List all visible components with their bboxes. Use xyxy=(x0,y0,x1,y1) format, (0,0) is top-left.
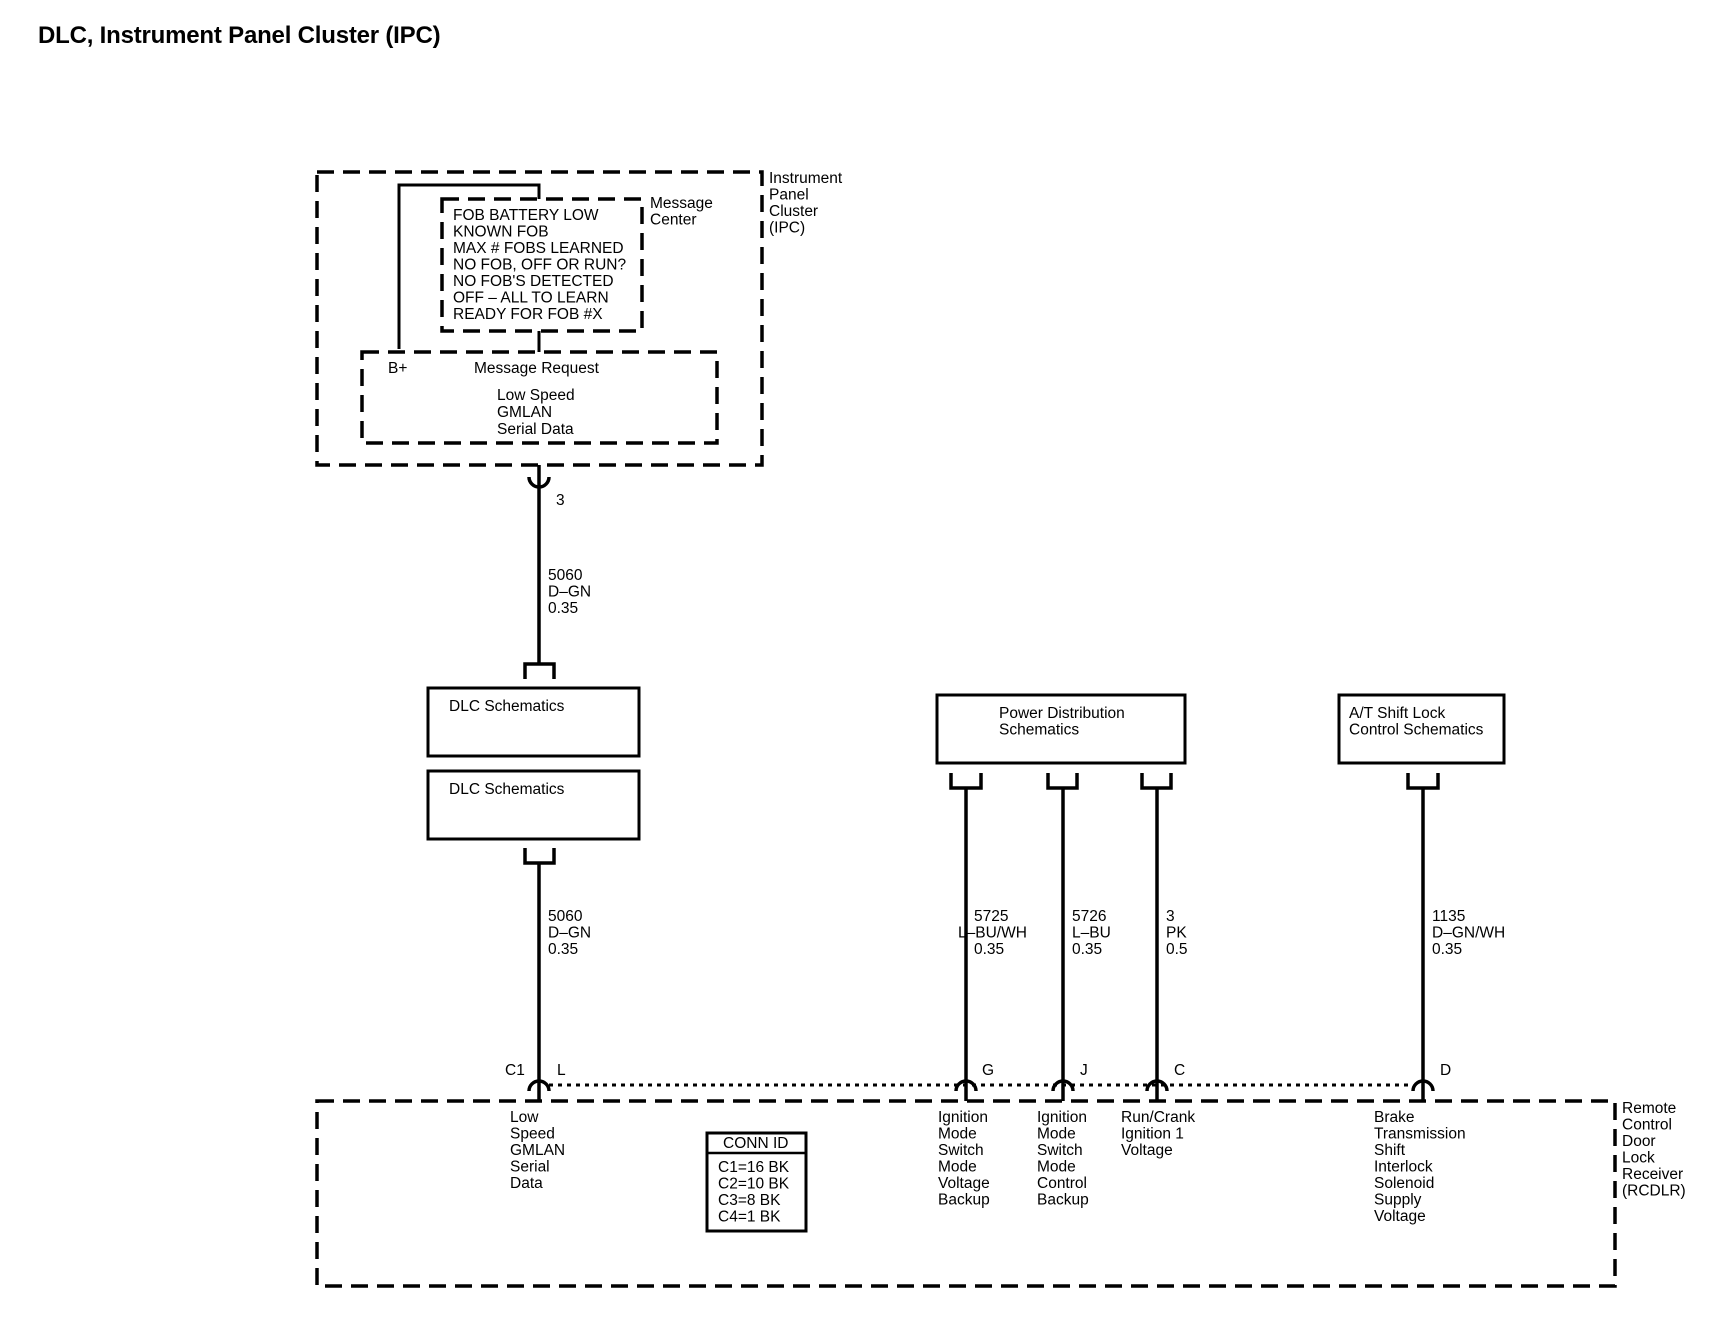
ipc-name: Instrument Panel Cluster (IPC) xyxy=(769,170,847,237)
dlc-upper-connector xyxy=(523,662,556,679)
pin-g-label: G xyxy=(982,1062,994,1079)
rcdlr-outline xyxy=(315,1099,1617,1288)
message-center-outline xyxy=(440,197,644,333)
dlc-box-2-label: DLC Schematics xyxy=(449,781,565,798)
pin-d-label: D xyxy=(1440,1062,1451,1079)
b-plus-label: B+ xyxy=(388,360,407,377)
wire-5726-label: 5726 L–BU 0.35 xyxy=(1072,908,1115,958)
gmlan-request-outline xyxy=(360,350,719,445)
pin-j-label: J xyxy=(1080,1062,1088,1079)
message-request-label: Message Request xyxy=(474,360,600,377)
ipc-pin-3-label: 3 xyxy=(556,492,565,509)
shift-lock-box xyxy=(1337,693,1506,765)
conn-id-table: CONN ID C1=16 BK C2=10 BK C3=8 BK C4=1 B… xyxy=(705,1131,808,1233)
shift-lock-connector xyxy=(1406,773,1440,790)
wire-5725-label: 5725 L–BU/WH 0.35 xyxy=(958,908,1031,958)
message-center-label: Message Center xyxy=(650,195,717,229)
power-connector-g xyxy=(949,773,983,790)
connector-c1-label: C1 xyxy=(505,1062,525,1079)
shift-lock-label: A/T Shift Lock Control Schematics xyxy=(1349,705,1484,739)
pin-c-label: C xyxy=(1174,1062,1185,1079)
dlc-box-1 xyxy=(426,686,641,758)
message-list: FOB BATTERY LOW KNOWN FOB MAX # FOBS LEA… xyxy=(453,207,630,323)
pin-l-label: L xyxy=(557,1062,566,1079)
power-connector-c xyxy=(1140,773,1173,790)
wire-5060-upper-label: 5060 D–GN 0.35 xyxy=(548,567,595,617)
pin-l-function: Low Speed GMLAN Serial Data xyxy=(510,1109,569,1192)
dlc-box-2 xyxy=(426,769,641,841)
wire-3-label: 3 PK 0.5 xyxy=(1166,908,1191,958)
power-distribution-label: Power Distribution Schematics xyxy=(999,705,1129,739)
ipc-outline xyxy=(315,170,764,467)
pin-c-function: Run/Crank Ignition 1 Voltage xyxy=(1121,1109,1199,1159)
conn-id-header: CONN ID xyxy=(723,1135,788,1152)
pin-j-function: Ignition Mode Switch Mode Control Backup xyxy=(1037,1109,1091,1209)
page-title: DLC, Instrument Panel Cluster (IPC) xyxy=(38,22,441,49)
power-distribution-box xyxy=(935,693,1187,765)
gmlan-label: Low Speed GMLAN Serial Data xyxy=(497,387,579,438)
conn-id-outline xyxy=(705,1131,808,1233)
conn-id-rows: C1=16 BK C2=10 BK C3=8 BK C4=1 BK xyxy=(718,1159,793,1226)
dlc-box-1-label: DLC Schematics xyxy=(449,698,565,715)
wire-5060-lower-label: 5060 D–GN 0.35 xyxy=(548,908,595,958)
rcdlr-name: Remote Control Door Lock Receiver (RCDLR… xyxy=(1622,1100,1687,1200)
power-connector-j xyxy=(1046,773,1079,790)
b-plus-line xyxy=(397,183,541,349)
dlc-lower-connector xyxy=(523,848,556,865)
pin-d-function: Brake Transmission Shift Interlock Solen… xyxy=(1374,1109,1470,1225)
ipc-module: Instrument Panel Cluster (IPC) Message C… xyxy=(315,170,847,467)
pin-g-function: Ignition Mode Switch Mode Voltage Backup xyxy=(938,1109,994,1209)
rcdlr-pin-stubs xyxy=(537,1081,1425,1101)
wire-1135-label: 1135 D–GN/WH 0.35 xyxy=(1432,908,1510,958)
